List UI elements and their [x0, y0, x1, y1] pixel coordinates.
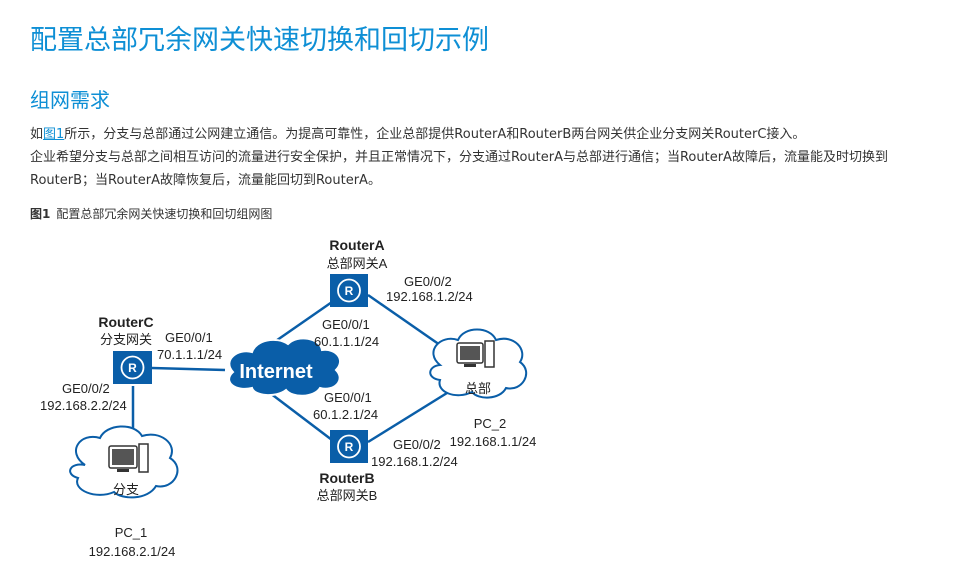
svg-text:R: R — [345, 284, 354, 298]
figure-caption: 图1 配置总部冗余网关快速切换和回切组网图 — [30, 205, 272, 222]
link-routerb-hq — [367, 391, 448, 444]
router-c-role: 分支网关 — [100, 332, 152, 347]
router-icon-c: R — [113, 351, 152, 384]
router-c-wan-if: GE0/0/1 — [165, 330, 213, 345]
pc1-ip: 192.168.2.1/24 — [89, 544, 176, 559]
pc2-ip: 192.168.1.1/24 — [450, 434, 537, 449]
internet-label: Internet — [239, 361, 313, 383]
paragraph-line-2: 企业希望分支与总部之间相互访问的流量进行安全保护，并且正常情况下，分支通过Rou… — [30, 150, 888, 165]
paragraph-prefix: 如 — [30, 127, 44, 142]
links — [131, 293, 448, 444]
hq-label: 总部 — [465, 381, 491, 396]
router-a-lan-if: GE0/0/2 — [404, 274, 452, 289]
paragraph-line-1: 如图1所示，分支与总部通过公网建立通信。为提高可靠性，企业总部提供RouterA… — [30, 123, 805, 146]
router-c-lan-if: GE0/0/2 — [62, 381, 110, 396]
pc-icon — [456, 340, 495, 368]
router-b-wan-ip: 60.1.2.1/24 — [313, 407, 378, 422]
router-b-lan-if: GE0/0/2 — [393, 437, 441, 452]
link-internet-routerb — [269, 392, 333, 441]
router-c-name: RouterC — [98, 314, 153, 330]
section-title: 组网需求 — [30, 88, 110, 112]
hq-cloud: 总部 — [429, 328, 527, 399]
router-b-name: RouterB — [319, 470, 374, 486]
branch-label: 分支 — [113, 482, 139, 497]
link-internet-routera — [269, 300, 333, 347]
router-c-lan-ip: 192.168.2.2/24 — [40, 398, 127, 413]
svg-text:R: R — [128, 361, 137, 375]
figure-number: 图1 — [30, 207, 51, 221]
pc1-name: PC_1 — [115, 525, 148, 540]
paragraph-suffix: 所示，分支与总部通过公网建立通信。为提高可靠性，企业总部提供RouterA和Ro… — [64, 127, 806, 142]
branch-cloud: 分支 — [69, 425, 179, 499]
router-icon-a: R — [330, 274, 368, 307]
router-b-wan-if: GE0/0/1 — [324, 390, 372, 405]
pc2-name: PC_2 — [474, 416, 507, 431]
figure-link[interactable]: 图1 — [43, 127, 65, 142]
router-c-wan-ip: 70.1.1.1/24 — [157, 347, 222, 362]
router-a-role: 总部网关A — [327, 256, 388, 271]
paragraph-line-3: RouterB；当RouterA故障恢复后，流量能回切到RouterA。 — [30, 173, 381, 188]
internet-cloud: Internet — [228, 337, 341, 397]
pc-icon — [108, 443, 149, 473]
router-a-wan-ip: 60.1.1.1/24 — [314, 334, 379, 349]
router-icon-b: R — [330, 430, 368, 463]
link-routerc-internet — [151, 366, 226, 372]
svg-text:R: R — [345, 440, 354, 454]
router-a-lan-ip: 192.168.1.2/24 — [386, 289, 473, 304]
link-routera-hq — [367, 293, 441, 347]
router-b-role: 总部网关B — [317, 488, 378, 503]
page-title: 配置总部冗余网关快速切换和回切示例 — [30, 25, 489, 56]
figure-caption-text: 配置总部冗余网关快速切换和回切组网图 — [56, 207, 273, 221]
router-a-name: RouterA — [329, 237, 384, 253]
router-a-wan-if: GE0/0/1 — [322, 317, 370, 332]
router-b-lan-ip: 192.168.1.2/24 — [371, 454, 458, 469]
